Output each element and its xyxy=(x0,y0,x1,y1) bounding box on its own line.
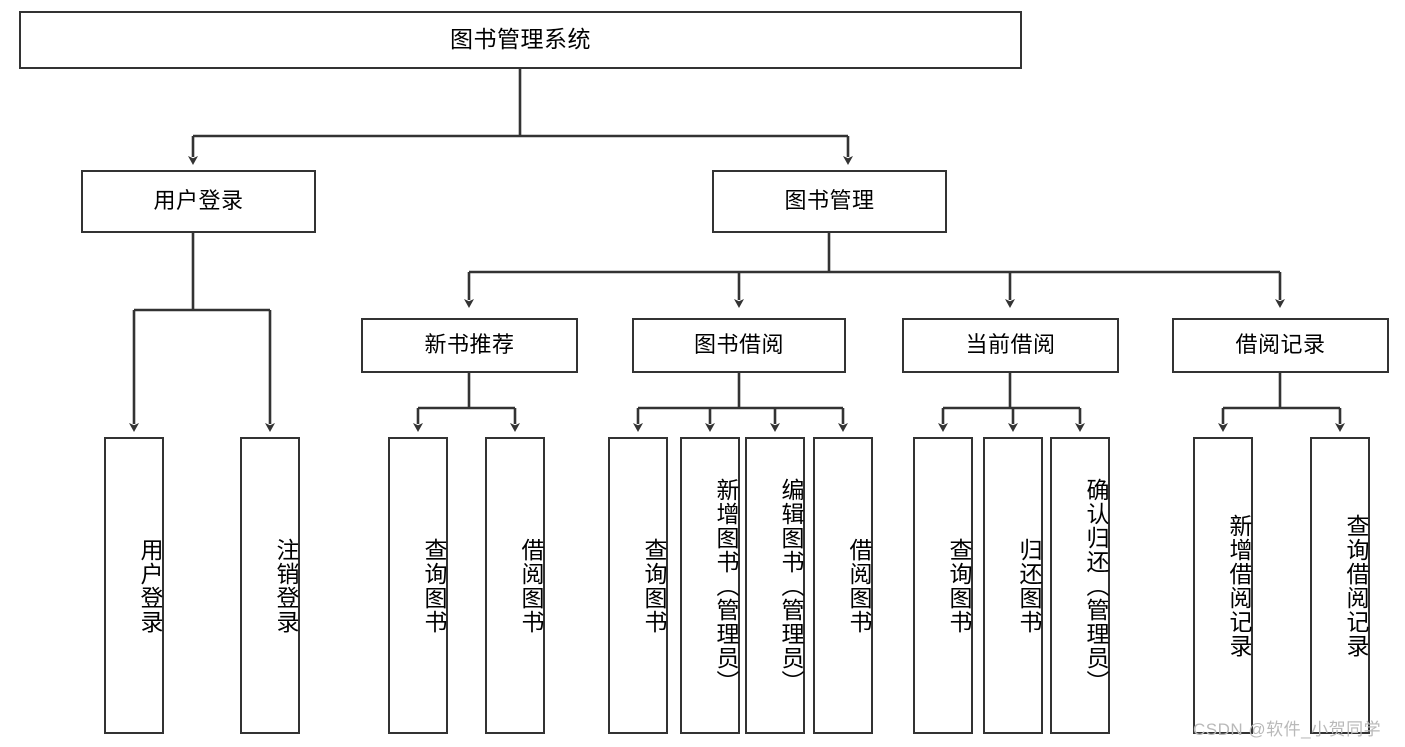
node-book-borrow-label: 图书借阅 xyxy=(693,332,784,358)
node-borrow-record[interactable]: 借阅记录 xyxy=(1172,318,1389,373)
leaf-add-borrow-record[interactable]: 新增借阅记录 xyxy=(1193,437,1253,734)
leaf-edit-book-label: 编辑图书（管理员） xyxy=(778,477,804,694)
node-user-login[interactable]: 用户登录 xyxy=(81,170,316,233)
node-current-borrow-label: 当前借阅 xyxy=(965,332,1056,358)
node-book-manage-label: 图书管理 xyxy=(784,188,875,214)
leaf-return-book-label: 归还图书 xyxy=(1016,537,1042,634)
leaf-add-borrow-record-label: 新增借阅记录 xyxy=(1226,513,1252,658)
leaf-confirm-return[interactable]: 确认归还（管理员） xyxy=(1050,437,1110,734)
node-borrow-record-label: 借阅记录 xyxy=(1235,332,1326,358)
leaf-query-book-new[interactable]: 查询图书 xyxy=(388,437,448,734)
leaf-user-login-label: 用户登录 xyxy=(137,537,163,634)
leaf-user-login[interactable]: 用户登录 xyxy=(104,437,164,734)
node-root[interactable]: 图书管理系统 xyxy=(19,11,1022,69)
node-root-label: 图书管理系统 xyxy=(450,26,591,53)
leaf-borrow-book-new[interactable]: 借阅图书 xyxy=(485,437,545,734)
leaf-query-book-current[interactable]: 查询图书 xyxy=(913,437,973,734)
leaf-query-book-new-label: 查询图书 xyxy=(421,537,447,634)
leaf-logout[interactable]: 注销登录 xyxy=(240,437,300,734)
node-user-login-label: 用户登录 xyxy=(153,188,244,214)
leaf-borrow-book-label: 借阅图书 xyxy=(846,537,872,634)
node-book-manage[interactable]: 图书管理 xyxy=(712,170,947,233)
leaf-borrow-book[interactable]: 借阅图书 xyxy=(813,437,873,734)
leaf-borrow-book-new-label: 借阅图书 xyxy=(518,537,544,634)
node-new-book-recommend[interactable]: 新书推荐 xyxy=(361,318,578,373)
leaf-logout-label: 注销登录 xyxy=(273,537,299,634)
leaf-query-book-borrow-label: 查询图书 xyxy=(641,537,667,634)
leaf-query-borrow-record-label: 查询借阅记录 xyxy=(1343,513,1369,658)
leaf-query-borrow-record[interactable]: 查询借阅记录 xyxy=(1310,437,1370,734)
node-new-book-recommend-label: 新书推荐 xyxy=(424,332,515,358)
leaf-add-book[interactable]: 新增图书（管理员） xyxy=(680,437,740,734)
leaf-confirm-return-label: 确认归还（管理员） xyxy=(1083,477,1109,694)
leaf-query-book-borrow[interactable]: 查询图书 xyxy=(608,437,668,734)
node-current-borrow[interactable]: 当前借阅 xyxy=(902,318,1119,373)
csdn-watermark: CSDN @软件_小贺同学 xyxy=(1193,720,1382,739)
leaf-query-book-current-label: 查询图书 xyxy=(946,537,972,634)
leaf-edit-book[interactable]: 编辑图书（管理员） xyxy=(745,437,805,734)
leaf-add-book-label: 新增图书（管理员） xyxy=(713,477,739,694)
leaf-return-book[interactable]: 归还图书 xyxy=(983,437,1043,734)
node-book-borrow[interactable]: 图书借阅 xyxy=(632,318,846,373)
